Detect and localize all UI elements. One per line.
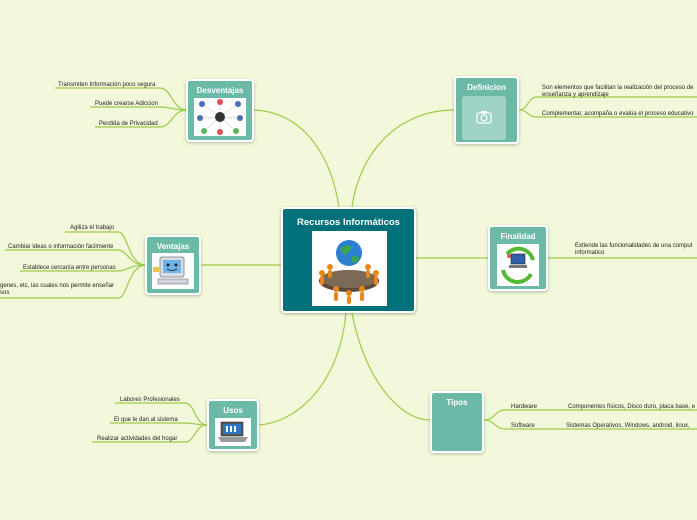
definicion-item: Complementar, acompaña o evalúa el proce…: [542, 111, 694, 117]
desventajas-item: Puede crearse Adiccion: [95, 101, 159, 107]
camera-icon: [476, 111, 492, 124]
node-definicion[interactable]: Definicion: [454, 76, 519, 144]
tipos-item-label: Software: [511, 423, 535, 429]
usos-item: Labores Profesionales: [120, 397, 180, 403]
network-people-image: [194, 98, 246, 136]
usos-item: El que le dan al sistema: [114, 417, 178, 423]
desventajas-item: Transmiten Información poco segura: [58, 82, 156, 88]
node-definicion-title: Definicion: [467, 83, 506, 92]
node-desventajas[interactable]: Desventajas: [186, 79, 254, 142]
finalidad-item: Extiende las funcionalidades de una comp…: [575, 243, 693, 256]
node-tipos[interactable]: Tipos: [430, 391, 484, 453]
desventajas-item: Perdida de Privacidad: [99, 121, 158, 127]
ventajas-item: Establece cercanía entre personas: [23, 265, 116, 271]
node-desventajas-title: Desventajas: [196, 86, 244, 95]
node-usos-title: Usos: [223, 406, 243, 415]
computer-character-image: [152, 253, 194, 289]
definicion-item: Son elementos que facilitan la realizaci…: [542, 85, 694, 98]
ventajas-item: Agiliza el trabajo: [70, 225, 115, 231]
tipos-item-detail: Sistemas Operativos, Windows, android, l…: [566, 423, 690, 429]
usos-item: Realizar actividades del hogar: [97, 436, 178, 442]
node-finalidad[interactable]: Finalidad: [488, 225, 548, 291]
node-ventajas[interactable]: Ventajas: [145, 235, 201, 295]
laptop-image: [215, 418, 251, 446]
ventajas-item: genes, etc, las cuales nos permite enseñ…: [0, 283, 115, 296]
tipos-item-label: Hardware: [511, 404, 538, 410]
node-finalidad-title: Finalidad: [500, 232, 536, 241]
node-tipos-title: Tipos: [446, 398, 468, 407]
node-ventajas-title: Ventajas: [156, 242, 190, 251]
recycle-computer-image: [497, 244, 539, 286]
tipos-item-detail: Componentes físicos, Disco duro, placa b…: [568, 404, 696, 410]
node-usos[interactable]: Usos: [207, 399, 259, 451]
image-placeholder: [462, 96, 506, 140]
central-topic-title: Recursos Informáticos: [297, 217, 400, 228]
central-topic[interactable]: Recursos Informáticos: [281, 207, 416, 313]
ventajas-item: Cambiar ideas o información fácilmente: [8, 244, 114, 250]
globe-meeting-image: [312, 231, 387, 306]
